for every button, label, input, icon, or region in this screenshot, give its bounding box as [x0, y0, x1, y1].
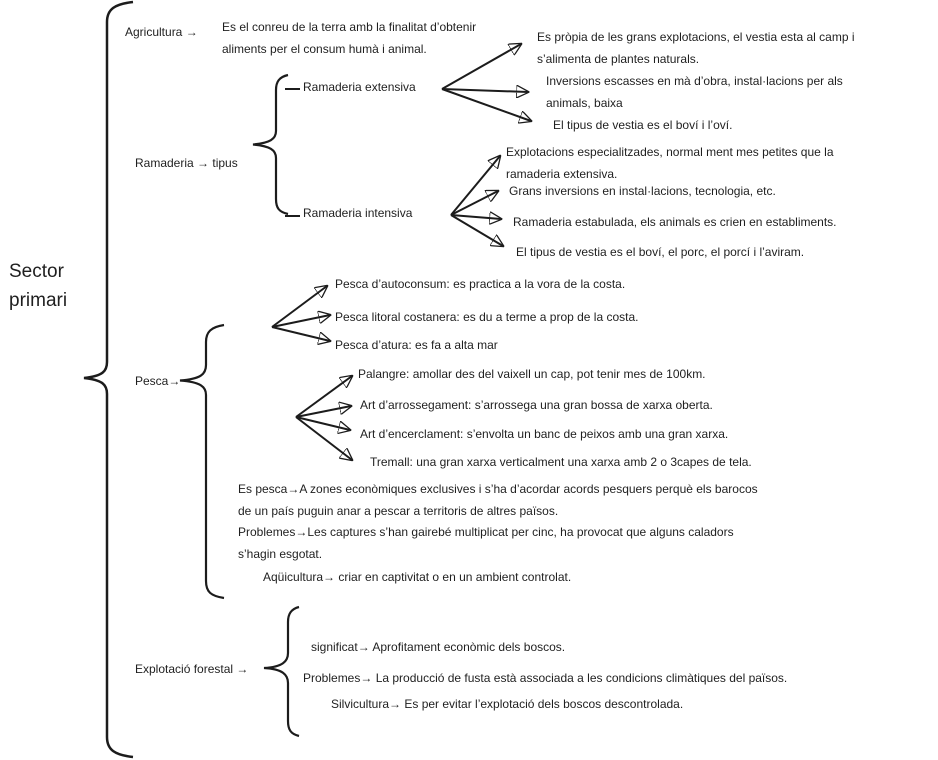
agricultura-description-line1: Es el conreu de la terra amb la finalita…: [222, 20, 477, 34]
intensiva-fan-arrow-4: [450, 214, 503, 246]
extensiva-item-2-line2: animals, baixa: [546, 96, 623, 110]
extensiva-item-3: El tipus de vestia es el boví i l’oví.: [553, 118, 733, 132]
page-title: Sector primari: [9, 257, 67, 315]
intensiva-item-1: Explotacions especialitzades, normal men…: [506, 141, 834, 185]
extensiva-item-1-line1: Es pròpia de les grans explotacions, el …: [537, 30, 855, 44]
extensiva-fan-arrow-2: [441, 89, 528, 92]
pesca-types-fan-arrow-3: [271, 326, 330, 341]
pesca-problems-note-line2: s’hagin esgotat.: [238, 547, 323, 561]
extensiva-fan-arrow-1: [441, 44, 521, 90]
pesca-tech-fan-arrow-1: [295, 376, 352, 418]
agricultura-description-line2: aliments per el consum humà i animal.: [222, 42, 427, 56]
intensiva-item-2: Grans inversions en instal·lacions, tecn…: [509, 184, 776, 198]
pesca-type-1: Pesca d’autoconsum: es practica a la vor…: [335, 277, 626, 291]
es-pesca-note: Es pesca→A zones econòmiques exclusives …: [238, 478, 758, 522]
ramaderia-label: Ramaderia → tipus: [135, 156, 238, 170]
page-title-line1: Sector: [9, 261, 64, 282]
forestal-problems: Problemes→ La producció de fusta està as…: [303, 671, 788, 685]
pesca-label: Pesca→: [135, 374, 181, 388]
pesca-problems-note-line1: Problemes→Les captures s’han gairebé mul…: [238, 525, 734, 539]
intensiva-fan-arrow-1: [450, 156, 500, 216]
extensiva-label: Ramaderia extensiva: [303, 80, 416, 94]
intensiva-item-1-line2: ramaderia extensiva.: [506, 167, 618, 181]
intensiva-item-1-line1: Explotacions especialitzades, normal men…: [506, 145, 834, 159]
sector-brace: [83, 0, 134, 759]
pesca-brace: [179, 323, 225, 600]
pesca-types-fan-arrow-1: [271, 286, 327, 328]
extensiva-item-1: Es pròpia de les grans explotacions, el …: [537, 26, 855, 70]
intensiva-item-4: El tipus de vestia es el boví, el porc, …: [516, 245, 805, 259]
pesca-technique-2: Art d’arrossegament: s’arrossega una gra…: [360, 398, 713, 412]
agricultura-description: Es el conreu de la terra amb la finalita…: [222, 16, 476, 60]
pesca-types-fan-arrow-2: [271, 315, 330, 328]
pesca-technique-4: Tremall: una gran xarxa verticalment una…: [370, 455, 752, 469]
pesca-technique-3: Art d’encerclament: s’envolta un banc de…: [360, 427, 729, 441]
ramaderia-brace: [252, 73, 289, 216]
forestal-significat: significat→ Aprofitament econòmic dels b…: [311, 640, 566, 654]
forestal-silvicultura: Silvicultura→ Es per evitar l’explotació…: [331, 697, 684, 711]
pesca-type-2: Pesca litoral costanera: es du a terme a…: [335, 310, 639, 324]
pesca-tech-fan-arrow-3: [295, 416, 350, 430]
intensiva-fan-arrow-2: [450, 191, 498, 216]
extensiva-item-2: Inversions escasses en mà d’obra, instal…: [546, 70, 843, 114]
extensiva-fan-arrow-3: [441, 88, 531, 121]
extensiva-item-1-line2: s’alimenta de plantes naturals.: [537, 52, 700, 66]
aquicultura-note: Aqüicultura→ criar en captivitat o en un…: [263, 570, 572, 584]
intensiva-label: Ramaderia intensiva: [303, 206, 413, 220]
pesca-tech-fan-arrow-4: [295, 416, 352, 460]
forestal-label: Explotació forestal →: [135, 662, 249, 676]
agricultura-label: Agricultura →: [125, 25, 198, 39]
es-pesca-note-line2: de un país puguin anar a pescar a territ…: [238, 504, 559, 518]
pesca-tech-fan-arrow-2: [295, 406, 351, 418]
intensiva-fan-arrow-3: [450, 215, 501, 219]
pesca-technique-1: Palangre: amollar des del vaixell un cap…: [358, 367, 706, 381]
forestal-brace: [263, 605, 300, 738]
pesca-type-3: Pesca d’atura: es fa a alta mar: [335, 338, 498, 352]
extensiva-item-2-line1: Inversions escasses en mà d’obra, instal…: [546, 74, 843, 88]
intensiva-item-3: Ramaderia estabulada, els animals es cri…: [513, 215, 837, 229]
page-title-line2: primari: [9, 290, 68, 311]
es-pesca-note-line1: Es pesca→A zones econòmiques exclusives …: [238, 482, 758, 496]
pesca-problems-note: Problemes→Les captures s’han gairebé mul…: [238, 521, 734, 565]
